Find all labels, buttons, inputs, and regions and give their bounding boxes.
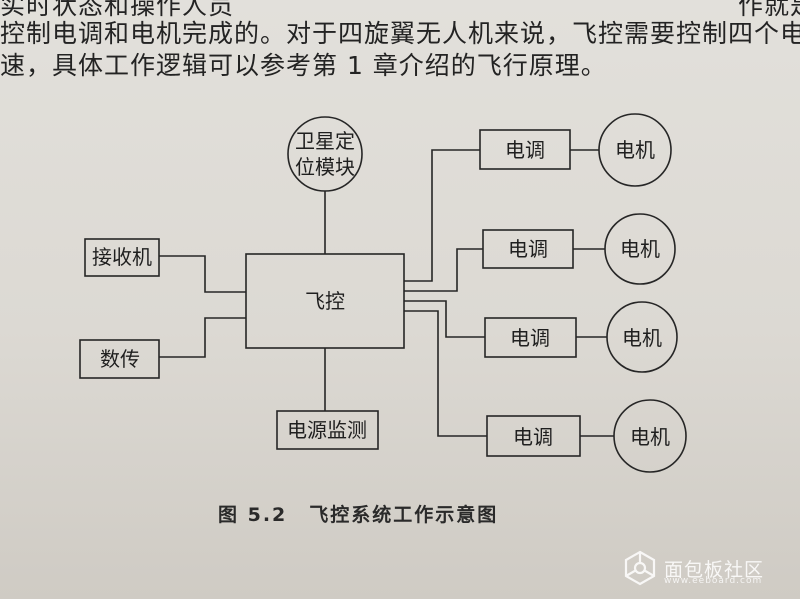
receiver-label: 接收机 — [92, 245, 152, 269]
connector-datalink — [159, 317, 246, 358]
data-transmission-node — [79, 339, 160, 379]
motor-node-1 — [598, 113, 672, 187]
motor-node-2 — [604, 213, 676, 285]
receiver-node — [84, 238, 160, 277]
data-transmission-label: 数传 — [100, 347, 140, 371]
power-monitor-label: 电源监测 — [287, 418, 367, 442]
esc-node-4 — [486, 415, 581, 457]
connector-receiver — [159, 255, 246, 293]
satellite-module-label-1: 卫星定 — [295, 129, 355, 153]
motor-label-2: 电机 — [620, 237, 660, 261]
figure-title: 飞控系统工作示意图 — [309, 504, 499, 526]
figure-caption: 图 5.2 飞控系统工作示意图 — [218, 500, 498, 527]
body-text-line-1-left: 实时状态和操作人员 — [0, 0, 235, 20]
body-text-line-3: 速，具体工作逻辑可以参考第 1 章介绍的飞行原理。 — [0, 51, 607, 80]
connector-esc-4 — [404, 310, 487, 437]
esc-label-2: 电调 — [508, 237, 548, 261]
connector-esc-1 — [404, 149, 480, 282]
satellite-module-label-2: 位模块 — [295, 155, 355, 179]
satellite-module-node — [287, 116, 363, 192]
watermark-logo-icon — [624, 550, 656, 586]
esc-node-2 — [482, 229, 574, 269]
motor-label-1: 电机 — [615, 138, 655, 162]
figure-number: 图 5.2 — [218, 504, 288, 526]
flight-controller-node — [245, 253, 405, 349]
watermark-sub: www.eeboard.com — [664, 576, 763, 586]
motor-node-3 — [606, 301, 678, 373]
esc-label-4: 电调 — [513, 425, 553, 449]
esc-label-3: 电调 — [510, 326, 550, 350]
esc-node-1 — [479, 129, 571, 170]
body-text-line-1: 实时状态和操作人员 作就是 — [0, 0, 800, 22]
body-text-line-2: 控制电调和电机完成的。对于四旋翼无人机来说，飞控需要控制四个电机 — [0, 19, 800, 48]
watermark: 面包板社区 www.eeboard.com — [620, 546, 800, 590]
flight-controller-label: 飞控 — [305, 289, 345, 313]
connector-esc-3 — [404, 300, 485, 338]
power-monitor-node — [276, 410, 379, 450]
connector-esc-2 — [404, 248, 483, 292]
body-text-line-1-right: 作就是 — [738, 0, 800, 20]
esc-label-1: 电调 — [505, 138, 545, 162]
watermark-text: 面包板社区 — [664, 558, 765, 581]
motor-node-4 — [613, 399, 687, 473]
motor-label-4: 电机 — [630, 425, 670, 449]
motor-label-3: 电机 — [622, 326, 662, 350]
esc-node-3 — [484, 317, 577, 358]
